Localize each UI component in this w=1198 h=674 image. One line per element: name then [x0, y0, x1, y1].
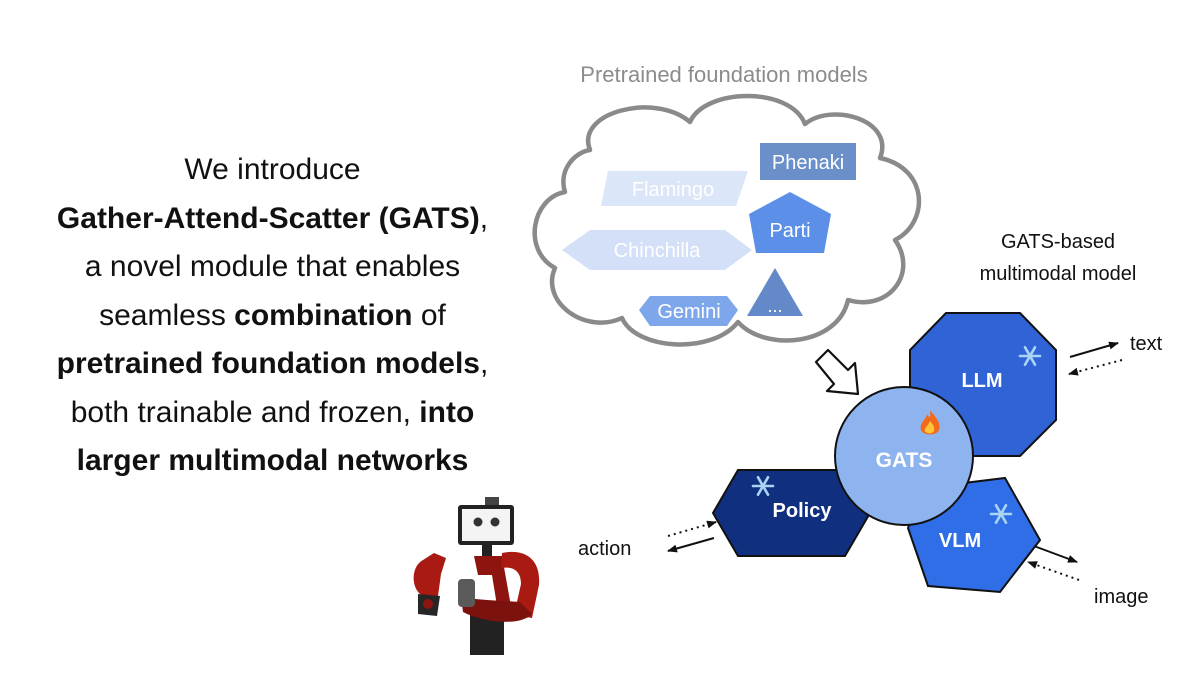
cloud-to-gats-arrow — [814, 348, 860, 396]
gats-shape — [834, 386, 974, 526]
flamingo-label: Flamingo — [632, 179, 714, 201]
robot-forearm — [413, 553, 446, 596]
phenaki-label: Phenaki — [772, 152, 844, 174]
snowflake-icon — [1018, 346, 1042, 366]
parti-shape — [749, 192, 831, 253]
gats-label: GATS — [876, 449, 933, 472]
gats-model-title-line1: GATS-based — [1001, 231, 1115, 253]
more-models-label: ... — [767, 296, 782, 316]
image-input-arrow — [1027, 561, 1080, 581]
model-parti: Parti — [749, 192, 831, 253]
gemini-label: Gemini — [657, 301, 720, 323]
intro-text-segment: of — [412, 298, 446, 332]
intro-emphasis-into: into — [419, 395, 475, 429]
robot-face — [462, 509, 510, 541]
model-gemini: Gemini — [639, 296, 738, 326]
phenaki-shape — [760, 143, 856, 180]
chinchilla-label: Chinchilla — [614, 240, 702, 262]
model-phenaki: Phenaki — [760, 143, 856, 180]
robot-upper-arm — [501, 551, 540, 618]
gats-model-title-line2: multimodal model — [980, 263, 1137, 285]
action-input-arrow — [667, 537, 715, 553]
snowflake-icon — [751, 476, 775, 496]
intro-line-1: We introduce — [20, 146, 525, 195]
text-input-arrow — [1068, 359, 1123, 376]
intro-line-6: both trainable and frozen, into — [20, 389, 525, 438]
robot-camera — [485, 497, 499, 506]
robot-gripper-joint — [423, 599, 433, 609]
vlm-label: VLM — [939, 530, 981, 552]
model-chinchilla: Chinchilla — [562, 230, 752, 270]
snowflake-icon — [989, 504, 1013, 524]
module-gats: GATS — [834, 386, 974, 526]
image-io-label: image — [1094, 586, 1148, 608]
robot-right-eye — [490, 517, 500, 527]
action-io-label: action — [578, 538, 631, 560]
model-more: ... — [747, 268, 803, 316]
intro-emphasis-gats: Gather-Attend-Scatter (GATS) — [56, 201, 480, 235]
policy-label: Policy — [773, 500, 833, 522]
cloud-title: Pretrained foundation models — [580, 62, 867, 87]
robot-lower-arm — [461, 597, 532, 622]
model-flamingo: Flamingo — [601, 171, 748, 206]
more-models-shape — [747, 268, 803, 316]
intro-line-2: Gather-Attend-Scatter (GATS), — [20, 195, 525, 244]
intro-text-segment: , — [479, 201, 489, 235]
intro-text-segment: , — [480, 347, 489, 380]
text-io-label: text — [1130, 333, 1163, 355]
intro-line-5: pretrained foundation models, — [20, 340, 525, 389]
robot-arm-illustration — [413, 497, 540, 655]
robot-torso — [474, 556, 512, 612]
intro-line-7: larger multimodal networks — [20, 437, 525, 486]
intro-text-segment: both trainable and frozen, — [70, 395, 420, 429]
intro-emphasis-combination: combination — [234, 298, 413, 332]
intro-line-3: a novel module that enables — [20, 243, 525, 292]
robot-left-eye — [473, 517, 483, 527]
intro-text-segment: We introduce — [184, 153, 361, 186]
intro-emphasis-pretrained: pretrained foundation models — [56, 347, 480, 380]
flamingo-shape — [601, 171, 748, 206]
intro-text: We introduce Gather-Attend-Scatter (GATS… — [20, 146, 525, 486]
intro-line-4: seamless combination of — [20, 292, 525, 341]
flame-icon — [920, 410, 940, 435]
action-output-arrow — [667, 520, 717, 537]
text-output-arrow — [1069, 341, 1119, 358]
robot-wrist — [458, 579, 475, 607]
intro-text-segment: seamless — [99, 298, 235, 332]
robot-neck — [482, 545, 492, 557]
gemini-shape — [639, 296, 738, 326]
intro-emphasis-multimodal: larger multimodal networks — [76, 444, 469, 477]
parti-label: Parti — [769, 220, 810, 242]
llm-label: LLM — [961, 370, 1002, 392]
chinchilla-shape — [562, 230, 752, 270]
intro-text-segment: a novel module that enables — [84, 250, 461, 283]
image-output-arrow — [1033, 545, 1078, 563]
